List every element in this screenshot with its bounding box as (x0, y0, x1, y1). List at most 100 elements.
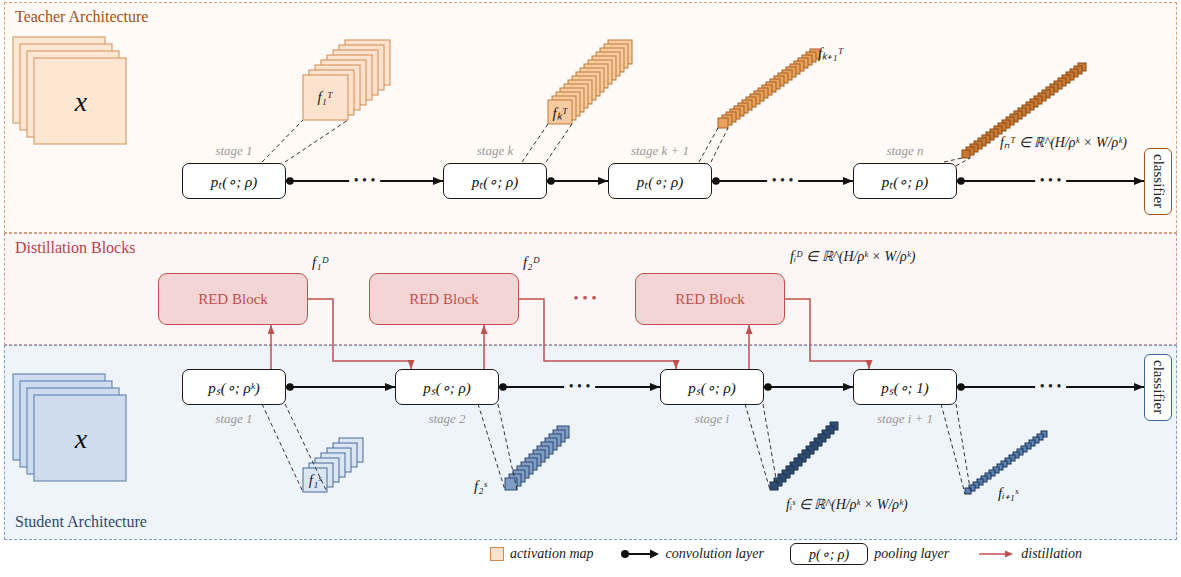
classifier-box: classifier (1144, 148, 1172, 215)
pooling-layer-box: stage kpₜ(∘; ρ) (443, 163, 547, 199)
band-title: Teacher Architecture (15, 8, 148, 26)
distillation-arrow (271, 325, 272, 369)
pooling-function: pₜ(∘; ρ) (637, 171, 683, 191)
classifier-box: classifier (1144, 354, 1172, 421)
activation-map (303, 438, 363, 492)
feature-map-label: fₖᵀ (553, 102, 568, 122)
ellipsis: • • • (349, 173, 381, 189)
classifier-label: classifier (1150, 154, 1167, 208)
pooling-layer-box: stage ipₛ(∘; ρ) (660, 369, 764, 405)
stage-label: stage n (886, 143, 923, 159)
red-block: RED Block (635, 273, 785, 325)
legend: activation map convolution layer p(∘; ρ) po… (490, 543, 1108, 565)
convolution-arrow (286, 177, 443, 185)
leader-line (285, 120, 348, 162)
legend-item: convolution layer (620, 546, 764, 562)
activation-map (965, 431, 1047, 494)
activation-map (770, 422, 838, 490)
activation-map (303, 40, 390, 120)
legend-swatch (490, 547, 504, 561)
leader-line (941, 404, 965, 494)
leader-line (711, 128, 728, 162)
pooling-function: pₜ(∘; ρ) (472, 171, 518, 191)
legend-item: distillation (975, 546, 1082, 562)
convolution-arrow (712, 177, 853, 185)
activation-map (548, 40, 632, 124)
stage-label: stage i (695, 411, 729, 427)
distillation-arrow (519, 299, 676, 369)
stage-label: stage 1 (215, 143, 252, 159)
leader-line (699, 128, 718, 162)
leader-line (763, 404, 778, 490)
feature-map-label: f₁ᴰ (312, 254, 329, 271)
leader-line (478, 404, 505, 490)
pooling-function: pₛ(∘; 1) (881, 377, 929, 397)
classifier-label: classifier (1150, 360, 1167, 414)
leader-line (944, 158, 962, 162)
pooling-function: pₛ(∘; ρ) (688, 377, 735, 397)
pooling-layer-box: stage 1pₛ(∘; ρᵏ) (182, 369, 286, 405)
leader-line (498, 404, 517, 490)
block-name: RED Block (409, 291, 479, 308)
pooling-function: pₛ(∘; ρ) (423, 377, 470, 397)
stage-label: stage k (477, 143, 513, 159)
convolution-symbol (620, 548, 660, 560)
distillation-arrow (308, 299, 411, 369)
leader-line (285, 404, 327, 492)
leader-line (956, 404, 971, 494)
pooling-function: pₜ(∘; ρ) (211, 171, 257, 191)
feature-map-label: fᵢ₊₁ˢ (998, 482, 1018, 502)
feature-map-label: fₙᵀ ∈ ℝ^(H/ρᵏ × W/ρᵏ) (1000, 132, 1127, 151)
legend-item: activation map (490, 546, 594, 562)
ellipsis: • • • (573, 290, 596, 307)
feature-map-label: fₖ₊₁ᵀ (818, 42, 843, 62)
pooling-function: pₛ(∘; ρᵏ) (208, 377, 260, 397)
band-title: Distillation Blocks (15, 239, 135, 257)
pooling-layer-box: stage 2pₛ(∘; ρ) (395, 369, 499, 405)
architecture-band: Student Architecture x stage 1pₛ(∘; ρᵏ) sta… (4, 345, 1177, 540)
feature-map-label: f₂ˢ (474, 478, 487, 495)
architecture-band: Teacher Architecturexstage 1pₜ(∘; ρ)stag… (4, 2, 1177, 233)
ellipsis: • • • (1035, 379, 1067, 395)
ellipsis: • • • (767, 173, 799, 189)
band-title: Student Architecture (15, 513, 147, 531)
distillation-arrow (484, 325, 485, 369)
distillation-arrow (785, 299, 869, 369)
feature-map-label: fᵢˢ ∈ ℝ^(H/ρᵏ × W/ρᵏ) (786, 496, 908, 513)
activation-map (718, 49, 820, 128)
image-stack (13, 37, 126, 144)
legend-item: p(∘; ρ) pooling layer (790, 543, 949, 565)
stage-label: stage k + 1 (631, 143, 689, 159)
leader-line (956, 158, 970, 166)
distillation-symbol (975, 548, 1015, 560)
pooling-layer-box: stage i + 1pₛ(∘; 1) (853, 369, 957, 405)
stage-label: stage i + 1 (877, 411, 933, 427)
convolution-arrow (547, 177, 608, 185)
input-image: x (35, 396, 127, 482)
block-name: RED Block (198, 291, 268, 308)
input-image: x (35, 59, 127, 145)
pooling-layer-box: stage k + 1pₜ(∘; ρ) (608, 163, 712, 199)
ellipsis: • • • (564, 379, 596, 395)
leader-line (546, 124, 572, 162)
distillation-arrow (749, 325, 750, 369)
convolution-arrow (286, 383, 395, 391)
input-symbol: x (75, 423, 87, 455)
architecture-band: Distillation BlocksRED Block RED Block RED… (4, 233, 1177, 345)
feature-map-label: f₂ᴰ (523, 254, 540, 271)
feature-map-label: f₁ˢ (309, 472, 322, 489)
convolution-arrow (957, 177, 1144, 185)
legend-label: pooling layer (874, 546, 949, 562)
image-stack (13, 374, 126, 481)
pooling-sample-box: p(∘; ρ) (790, 543, 868, 565)
ellipsis: • • • (1035, 173, 1067, 189)
feature-map-label: f₁ᵀ (317, 89, 332, 106)
convolution-arrow (764, 383, 853, 391)
feature-map-label: fᵢᴰ ∈ ℝ^(H/ρᵏ × W/ρᵏ) (790, 248, 915, 265)
pooling-function: pₜ(∘; ρ) (882, 171, 928, 191)
stage-label: stage 2 (428, 411, 465, 427)
convolution-arrow (957, 383, 1144, 391)
pooling-layer-box: stage 1pₜ(∘; ρ) (182, 163, 286, 199)
leader-line (522, 124, 548, 162)
convolution-arrow (499, 383, 660, 391)
